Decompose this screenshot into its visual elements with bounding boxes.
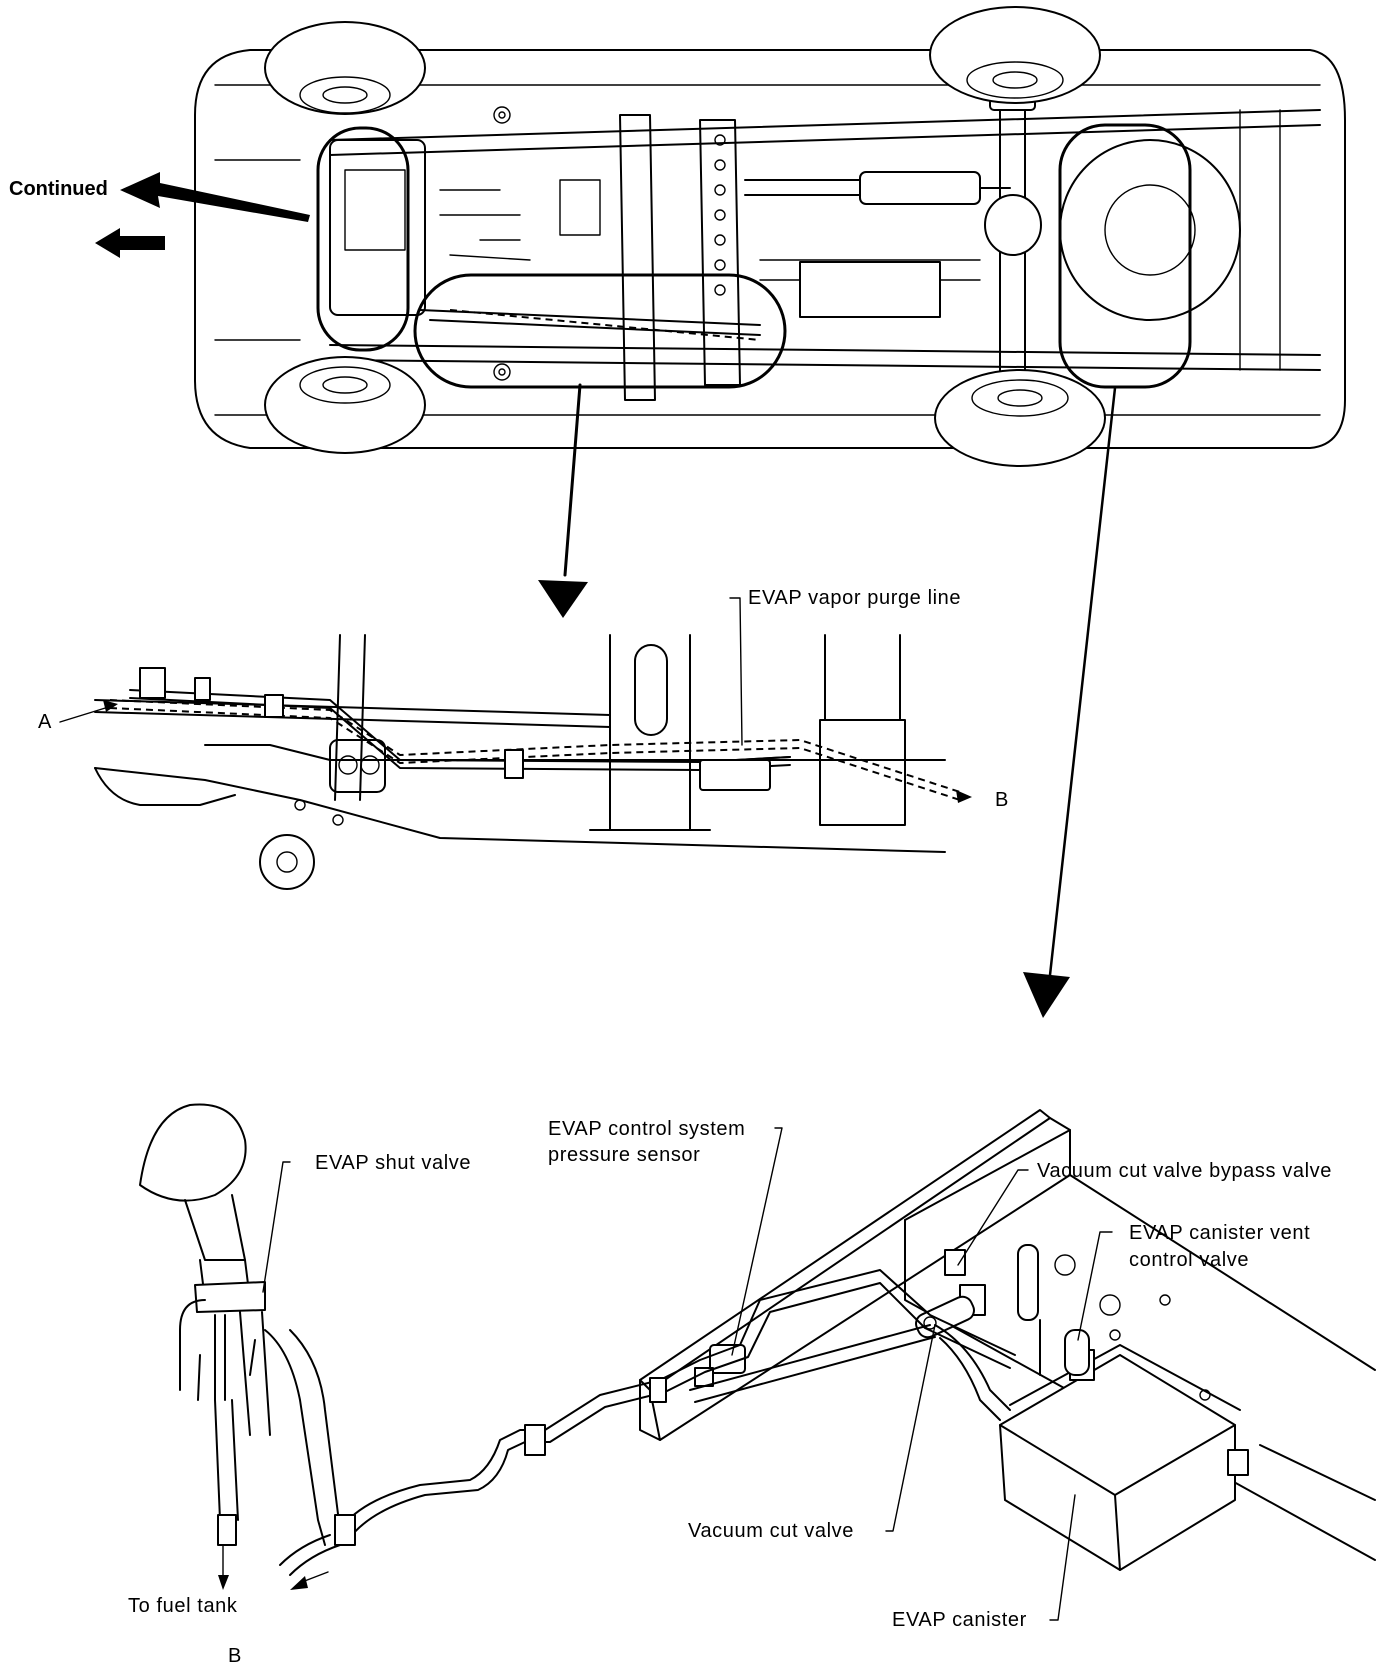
evap-pressure-sensor-label-line2: pressure sensor (548, 1144, 700, 1166)
evap-canister (999, 1344, 1249, 1571)
point-b-bottom-label: B (228, 1645, 242, 1667)
evap-canister-vent-control-valve-label-line1: EVAP canister vent (1129, 1222, 1310, 1244)
vacuum-cut-valve-label: Vacuum cut valve (688, 1520, 854, 1542)
fuel-filler-neck (139, 1103, 341, 1546)
vacuum-cut-valve-bypass-valve-label: Vacuum cut valve bypass valve (1037, 1160, 1332, 1182)
purge-line-detail-view (59, 597, 972, 890)
highlight-canister-area (1058, 123, 1192, 389)
front-left-wheel (264, 21, 426, 115)
rear-right-wheel (934, 369, 1106, 467)
rear-left-wheel (929, 6, 1101, 104)
continued-arrow-icon (120, 172, 310, 222)
evap-shut-valve-label: EVAP shut valve (315, 1152, 471, 1174)
vehicle-underbody-view (194, 6, 1346, 467)
vacuum-cut-valve (915, 1295, 975, 1339)
to-fuel-tank-label: To fuel tank (128, 1595, 238, 1617)
front-right-wheel (264, 356, 426, 454)
evap-canister-vent-control-valve (1017, 1244, 1090, 1376)
detail-arrow-canister (1023, 386, 1117, 1018)
point-b-mid-label: B (995, 789, 1009, 811)
point-a-label: A (38, 711, 52, 733)
highlight-purge-line-area (413, 273, 787, 389)
canister-detail-view (139, 1103, 1376, 1621)
front-arrow-icon (95, 228, 165, 258)
evap-canister-label: EVAP canister (892, 1609, 1027, 1631)
continued-label: Continued (9, 178, 108, 200)
evap-control-system-pressure-sensor (694, 1344, 746, 1387)
evap-vapor-purge-line-label: EVAP vapor purge line (748, 587, 961, 609)
evap-pressure-sensor-label-line1: EVAP control system (548, 1118, 745, 1140)
detail-arrow-purge-line (538, 383, 588, 618)
highlight-engine-area (316, 126, 410, 352)
evap-canister-vent-control-valve-label-line2: control valve (1129, 1249, 1249, 1271)
